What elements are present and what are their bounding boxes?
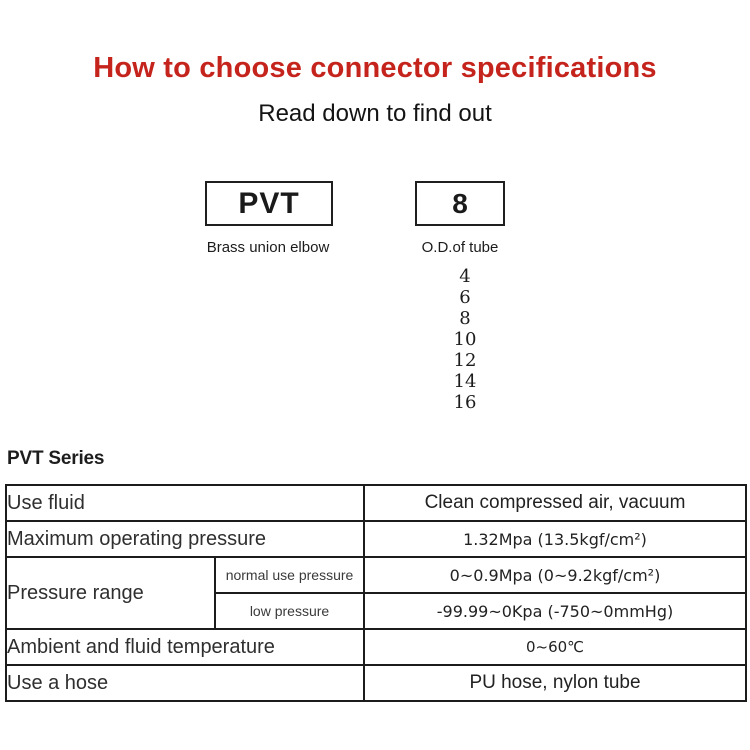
row-value-use-a-hose: PU hose, nylon tube: [363, 664, 747, 702]
row-value-use-fluid: Clean compressed air, vacuum: [363, 484, 747, 522]
size-options-list: 4 6 8 10 12 14 16: [415, 266, 515, 413]
size-option: 10: [453, 329, 477, 350]
table-row: Use fluid Clean compressed air, vacuum: [5, 484, 747, 522]
size-option: 6: [459, 287, 471, 308]
tube-size-caption: O.D.of tube: [421, 239, 499, 256]
table-row: Ambient and fluid temperature 0~60℃: [5, 628, 747, 666]
size-option: 16: [453, 392, 477, 413]
row-value-normal-use-pressure: 0~0.9Mpa (0~9.2kgf/cm²): [363, 556, 747, 594]
page-subtitle: Read down to find out: [258, 100, 492, 127]
size-option: 14: [453, 371, 477, 392]
page-title: How to choose connector specifications: [93, 52, 657, 84]
row-label-use-fluid: Use fluid: [5, 484, 365, 522]
sub-label-normal-use-pressure: normal use pressure: [214, 556, 365, 594]
series-heading: PVT Series: [7, 448, 105, 469]
table-row: Use a hose PU hose, nylon tube: [5, 664, 747, 702]
tube-size-code: 8: [452, 187, 468, 219]
model-code: PVT: [238, 186, 300, 220]
size-option: 8: [459, 308, 471, 329]
row-label-max-pressure: Maximum operating pressure: [5, 520, 365, 558]
table-row: low pressure -99.99~0Kpa (-750~0mmHg): [6, 592, 747, 630]
spec-table: Use fluid Clean compressed air, vacuum M…: [5, 484, 747, 702]
size-option: 12: [453, 350, 477, 371]
tube-size-box: 8: [415, 181, 505, 226]
row-label-pressure-range: Pressure range: [5, 556, 216, 630]
size-option: 4: [459, 266, 471, 287]
row-value-low-pressure: -99.99~0Kpa (-750~0mmHg): [363, 592, 747, 630]
row-value-temperature: 0~60℃: [363, 628, 747, 666]
model-caption: Brass union elbow: [206, 239, 330, 256]
table-row: Pressure range normal use pressure 0~0.9…: [5, 556, 747, 630]
table-row: Maximum operating pressure 1.32Mpa (13.5…: [5, 520, 747, 558]
sub-label-low-pressure: low pressure: [214, 592, 365, 630]
row-value-max-pressure: 1.32Mpa (13.5kgf/cm²): [363, 520, 747, 558]
row-label-temperature: Ambient and fluid temperature: [5, 628, 365, 666]
row-label-use-a-hose: Use a hose: [5, 664, 365, 702]
model-code-box: PVT: [205, 181, 333, 226]
